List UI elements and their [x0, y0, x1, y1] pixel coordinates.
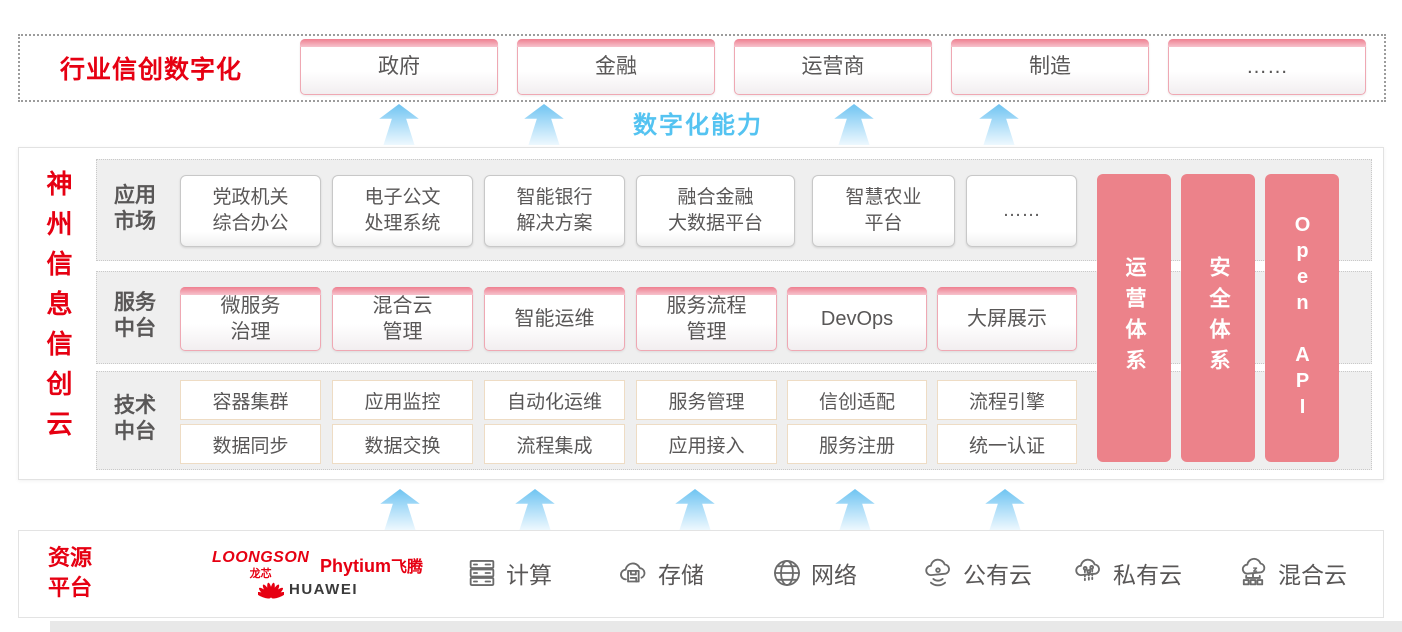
- loongson-logo: LOONGSON 龙芯: [212, 549, 310, 580]
- up-arrow-icon: [675, 489, 715, 530]
- app-box: 智能银行解决方案: [484, 175, 625, 247]
- pillar-security-system: 安全体系: [1181, 174, 1255, 462]
- pillar-operation-system: 运营体系: [1097, 174, 1171, 462]
- industry-box-manufacturing: 制造: [951, 39, 1149, 95]
- resource-panel: [18, 530, 1384, 618]
- industry-box-government: 政府: [300, 39, 498, 95]
- huawei-flower-icon: [258, 582, 284, 599]
- up-arrow-icon: [515, 489, 555, 530]
- tech-box: 服务管理: [636, 380, 777, 420]
- up-arrow-icon: [380, 489, 420, 530]
- service-box: 混合云管理: [332, 287, 473, 351]
- industry-box-finance: 金融: [517, 39, 715, 95]
- resource-item-storage: 存储: [615, 554, 704, 592]
- resource-item-public-cloud: 公有云: [920, 554, 1032, 592]
- up-arrow-icon: [379, 104, 419, 145]
- tech-box: 流程集成: [484, 424, 625, 464]
- tech-box: 应用监控: [332, 380, 473, 420]
- up-arrow-icon: [979, 104, 1019, 145]
- resource-item-network: 网络: [770, 554, 857, 592]
- tech-box: 容器集群: [180, 380, 321, 420]
- service-box: 大屏展示: [937, 287, 1077, 351]
- service-box: DevOps: [787, 287, 927, 351]
- network-icon: [774, 560, 800, 586]
- industry-box-operator: 运营商: [734, 39, 932, 95]
- industry-box-more: ……: [1168, 39, 1366, 95]
- tech-box: 统一认证: [937, 424, 1077, 464]
- resource-item-hybrid-cloud: 混合云: [1235, 554, 1347, 592]
- row-label-app-market: 应用 市场: [114, 184, 156, 234]
- app-box-more: ……: [966, 175, 1077, 247]
- row-label-service: 服务 中台: [114, 291, 156, 341]
- tech-box: 应用接入: [636, 424, 777, 464]
- private-cloud-icon: [1075, 558, 1100, 582]
- bottom-strip: [50, 621, 1402, 632]
- resource-panel-label: 资源 平台: [48, 545, 93, 600]
- resource-item-compute: 计算: [465, 554, 552, 592]
- tech-box: 流程引擎: [937, 380, 1077, 420]
- resource-item-private-cloud: 私有云: [1070, 554, 1182, 592]
- industry-band: [18, 34, 1386, 102]
- tech-box: 自动化运维: [484, 380, 625, 420]
- app-box: 融合金融大数据平台: [636, 175, 795, 247]
- hybrid-cloud-icon: [1241, 557, 1266, 586]
- up-arrow-icon: [985, 489, 1025, 530]
- up-arrow-icon: [835, 489, 875, 530]
- up-arrow-icon: [524, 104, 564, 145]
- platform-title-vertical: 神州信息信创云: [43, 170, 73, 450]
- tech-box: 信创适配: [787, 380, 927, 420]
- huawei-logo: HUAWEI: [258, 578, 358, 600]
- server-icon: [469, 560, 495, 586]
- service-box: 智能运维: [484, 287, 625, 351]
- public-cloud-icon: [925, 558, 950, 587]
- pillar-open-api: Open API: [1265, 174, 1339, 462]
- industry-band-label: 行业信创数字化: [60, 56, 243, 84]
- app-box: 智慧农业平台: [812, 175, 955, 247]
- row-label-tech: 技术 中台: [114, 394, 156, 444]
- phytium-logo: Phytium 飞腾: [320, 556, 424, 576]
- storage-icon: [620, 562, 646, 583]
- capability-label: 数字化能力: [633, 112, 763, 139]
- app-box: 电子公文处理系统: [332, 175, 473, 247]
- service-box: 服务流程管理: [636, 287, 777, 351]
- tech-box: 数据交换: [332, 424, 473, 464]
- tech-box: 数据同步: [180, 424, 321, 464]
- service-box: 微服务治理: [180, 287, 321, 351]
- up-arrow-icon: [834, 104, 874, 145]
- app-box: 党政机关综合办公: [180, 175, 321, 247]
- tech-box: 服务注册: [787, 424, 927, 464]
